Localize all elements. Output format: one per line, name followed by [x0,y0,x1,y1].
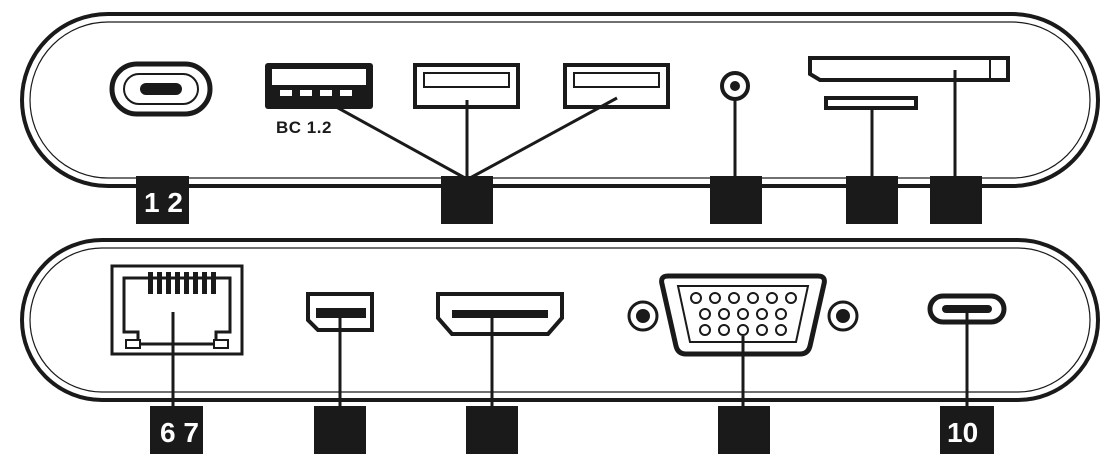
top-panel: BC 1.2 [20,12,1100,224]
usb-a-bc-label: BC 1.2 [276,118,332,137]
ethernet-port-icon [110,264,244,356]
callout-6-badge: 6 7 [150,406,203,454]
mini-displayport-icon [306,292,374,332]
usb-a-port-3-icon [563,63,670,109]
callout-8b-badge [466,406,518,454]
bottom-hub-inner-edge [29,247,1091,393]
sd-card-slot-icon [808,56,1010,82]
callout-5a-badge [846,176,898,224]
micro-sd-slot-icon [824,96,918,110]
bottom-leader-lines [171,312,969,408]
power-button-icon [109,61,213,117]
vga-port-icon [627,273,859,357]
hdmi-port-icon [436,292,564,336]
audio-jack-icon [720,71,750,101]
callout-3-badge [441,176,493,224]
callout-8a-badge [314,406,366,454]
callout-10-label: 10 [947,417,978,448]
top-hub-inner-edge [29,21,1091,179]
callout-1-label: 1 2 [144,187,183,218]
bottom-panel: 6 7 10 [20,238,1100,454]
callout-6-label: 6 7 [160,417,199,448]
top-leader-lines [319,70,957,180]
callout-4-badge [710,176,762,224]
callout-9-badge [718,406,770,454]
callout-1-badge: 1 2 [136,176,189,224]
usb-a-bc-port-icon [265,63,373,109]
callout-10-badge: 10 [940,406,994,454]
callout-5b-badge [930,176,982,224]
